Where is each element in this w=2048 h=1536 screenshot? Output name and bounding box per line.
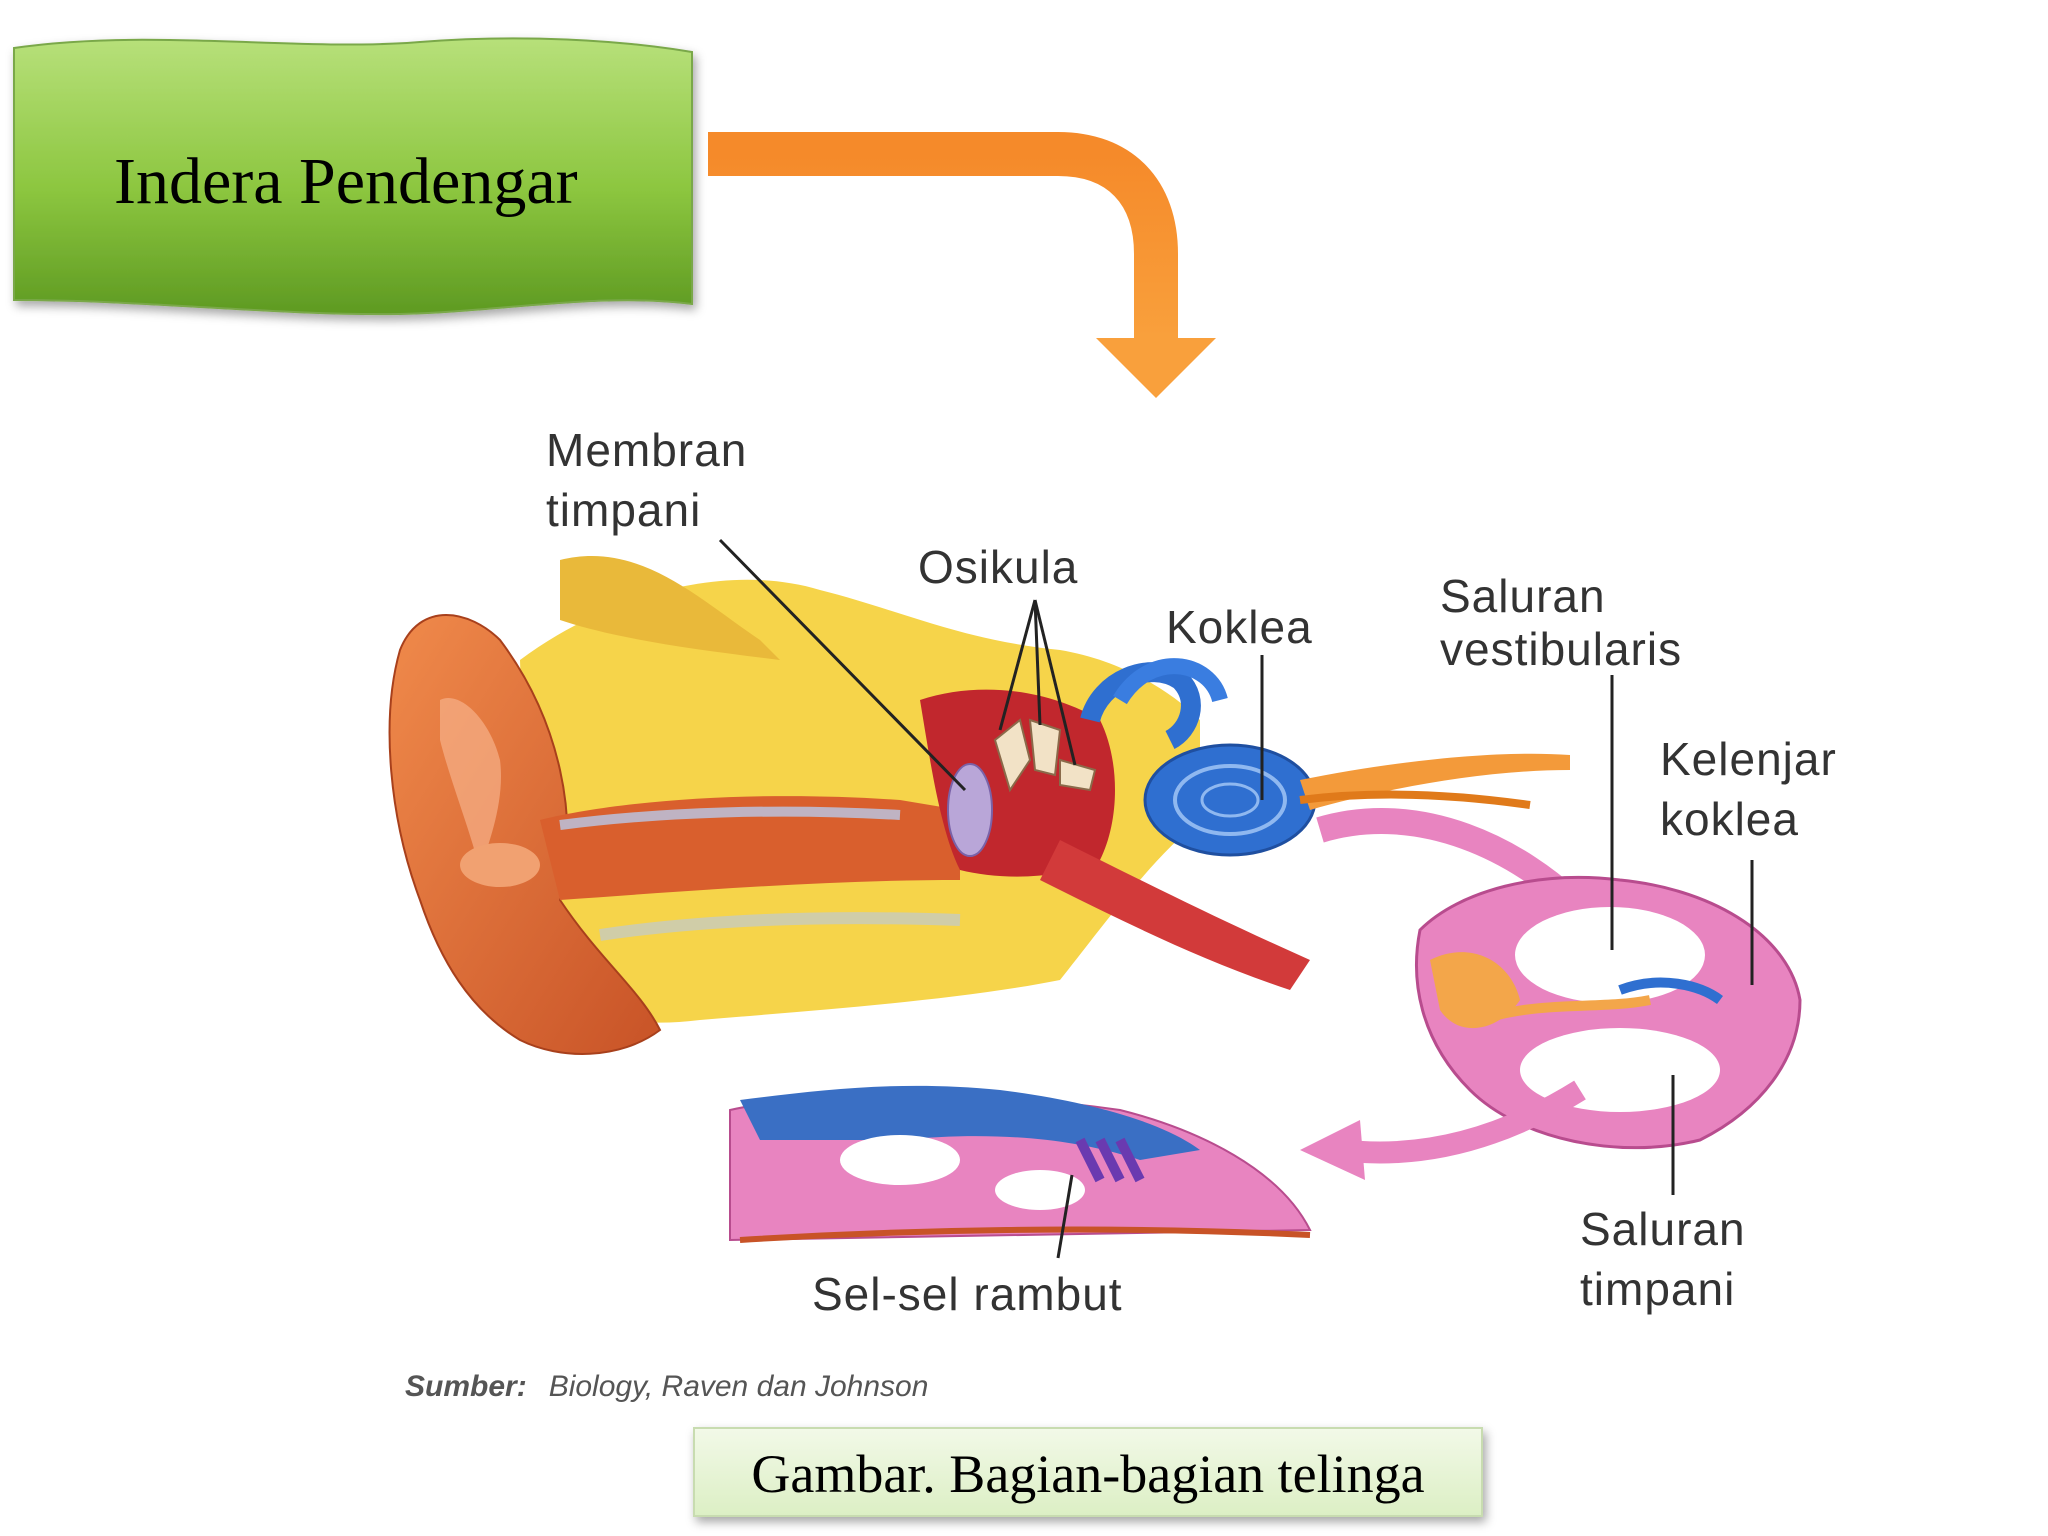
canal-lower-lining — [599, 912, 961, 941]
label-kelenjar-line1: Kelenjar — [1660, 733, 1837, 785]
ossicles — [993, 718, 1097, 793]
caption-text: Gambar. Bagian-bagian telinga — [751, 1444, 1424, 1504]
ear-canal — [540, 796, 960, 900]
label-sel-rambut: Sel-sel rambut — [812, 1268, 1123, 1320]
pinna-inner — [440, 698, 501, 870]
leader-sel-rambut — [1056, 1174, 1074, 1259]
label-kelenjar-line2: koklea — [1660, 793, 1799, 845]
source-prefix: Sumber: — [405, 1370, 527, 1403]
cochlea-cross-section — [1415, 876, 1802, 1150]
source-text: Biology, Raven dan Johnson — [549, 1370, 929, 1403]
leader-membran — [718, 538, 967, 792]
canal-lining — [559, 806, 901, 830]
tympanic-membrane — [947, 763, 993, 857]
eustachian-tube — [1040, 840, 1310, 990]
auditory-nerve — [1300, 753, 1570, 810]
label-membran-line2: timpani — [546, 484, 701, 536]
leader-osikula-3 — [1033, 599, 1077, 766]
organ-of-corti — [729, 1085, 1312, 1243]
label-osikula: Osikula — [918, 541, 1078, 593]
bone-ridge — [560, 556, 780, 660]
leader-lines — [718, 538, 1754, 1259]
label-koklea: Koklea — [1166, 601, 1313, 653]
leader-osikula-1 — [998, 599, 1037, 731]
leader-osikula-2 — [1033, 599, 1042, 726]
label-membran-line1: Membran — [546, 424, 747, 476]
label-saluran-timp-line2: timpani — [1580, 1263, 1735, 1315]
caption-box — [693, 1427, 1483, 1517]
curved-down-arrow-icon — [708, 132, 1216, 398]
pink-arrowhead-2 — [1300, 1120, 1365, 1180]
source-credit: Sumber: Biology, Raven dan Johnson — [405, 1370, 928, 1403]
pink-arrow-to-corti — [1338, 1080, 1586, 1164]
slide-title: Indera Pendengar — [114, 145, 578, 218]
label-saluran-vest-line2: vestibularis — [1440, 623, 1682, 675]
label-saluran-vest-line1: Saluran — [1440, 570, 1606, 622]
ear-anatomy-illustration — [388, 556, 1802, 1243]
pinna-fold — [460, 843, 540, 887]
title-banner — [13, 37, 693, 316]
label-saluran-timp-line1: Saluran — [1580, 1203, 1746, 1255]
cochlea — [1080, 658, 1317, 857]
nerve-fiber — [1299, 790, 1531, 809]
